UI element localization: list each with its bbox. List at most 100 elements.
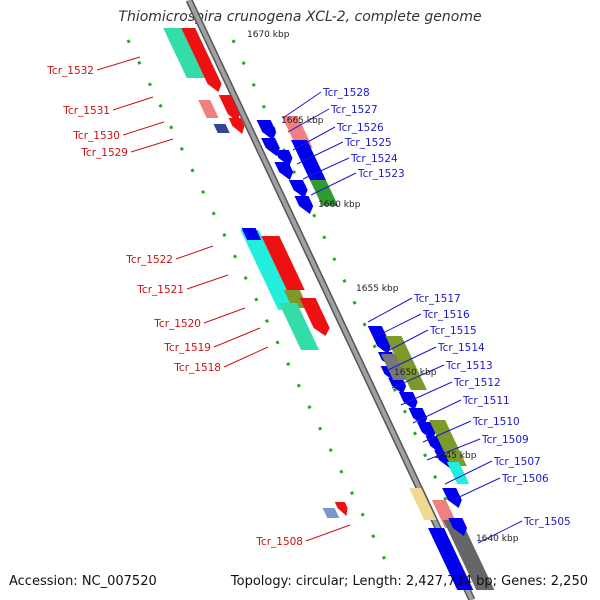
gene-tcr-1508b bbox=[334, 502, 348, 516]
leader-line bbox=[367, 297, 413, 323]
leader-line bbox=[175, 245, 214, 260]
gene-label-forward: Tcr_1511 bbox=[462, 395, 510, 407]
gene-tcr-1519 bbox=[278, 303, 320, 350]
gene-label-reverse: Tcr_1520 bbox=[153, 318, 201, 330]
gene-label-forward: Tcr_1505 bbox=[523, 516, 571, 528]
gene-tcr-1523 bbox=[309, 180, 339, 206]
gene-label-forward: Tcr_1516 bbox=[422, 309, 470, 321]
leader-line bbox=[302, 157, 350, 180]
gene-tcr-1521 bbox=[240, 230, 297, 310]
gene-label-forward: Tcr_1510 bbox=[472, 416, 520, 428]
gene-label-forward: Tcr_1527 bbox=[330, 104, 378, 116]
leader-line bbox=[422, 420, 472, 443]
gene-forward-11 bbox=[408, 408, 428, 426]
kbp-tick-label: 1640 kbp bbox=[476, 534, 519, 544]
gene-tcr-1531 bbox=[218, 95, 240, 122]
gene-forward-5 bbox=[294, 196, 314, 214]
leader-line bbox=[444, 460, 493, 485]
gene-label-forward: Tcr_1523 bbox=[357, 168, 405, 180]
leader-line bbox=[376, 313, 422, 337]
gene-tcr-1505b bbox=[443, 520, 495, 590]
gene-label-forward: Tcr_1512 bbox=[453, 377, 501, 389]
gene-label-forward: Tcr_1509 bbox=[481, 434, 529, 446]
leader-line bbox=[96, 56, 141, 71]
gene-tcr-1518 bbox=[299, 298, 330, 336]
gene-forward-3 bbox=[274, 162, 294, 180]
leader-line bbox=[186, 274, 229, 290]
gene-label-forward: Tcr_1524 bbox=[350, 153, 398, 165]
leader-line bbox=[310, 172, 357, 196]
leader-line bbox=[400, 381, 453, 406]
gene-label-reverse: Tcr_1519 bbox=[163, 342, 211, 354]
gene-tcr-1522b bbox=[241, 228, 262, 240]
gene-tcr-1532b bbox=[181, 28, 222, 92]
leader-line bbox=[287, 108, 330, 133]
leader-line bbox=[223, 346, 269, 368]
leader-line bbox=[292, 126, 336, 151]
gene-label-reverse: Tcr_1508 bbox=[255, 536, 303, 548]
gene-tcr-1532 bbox=[163, 28, 205, 78]
leader-line bbox=[391, 364, 445, 389]
leader-line bbox=[385, 346, 437, 372]
gene-label-reverse: Tcr_1531 bbox=[62, 105, 110, 117]
gene-tcr-1508 bbox=[322, 508, 340, 518]
gene-forward-0 bbox=[256, 120, 277, 140]
leader-line bbox=[305, 524, 351, 542]
genome-summary-text: Topology: circular; Length: 2,427,734 bp… bbox=[230, 574, 588, 589]
gene-tcr-1516 bbox=[385, 336, 427, 390]
map-title: Thiomicrospira crunogena XCL-2, complete… bbox=[118, 9, 482, 25]
gene-labels: Tcr_1532Tcr_1531Tcr_1530Tcr_1529Tcr_1522… bbox=[46, 65, 570, 548]
gene-label-forward: Tcr_1528 bbox=[322, 87, 370, 99]
leader-line bbox=[203, 307, 246, 324]
gene-tcr-1529 bbox=[228, 118, 245, 134]
leader-line bbox=[381, 329, 429, 355]
leader-line bbox=[282, 91, 322, 119]
gene-forward-16 bbox=[442, 488, 462, 508]
tick-guides bbox=[126, 39, 494, 600]
leader-line bbox=[477, 520, 523, 544]
leader-line bbox=[112, 96, 154, 111]
gene-tcr-1510 bbox=[429, 420, 467, 466]
gene-label-forward: Tcr_1513 bbox=[445, 360, 493, 372]
gene-forward-1 bbox=[261, 138, 280, 156]
gene-label-reverse: Tcr_1530 bbox=[72, 130, 120, 142]
gene-tcr-1522 bbox=[261, 236, 305, 290]
gene-forward-12 bbox=[417, 422, 436, 440]
gene-tcr-1531b bbox=[198, 100, 219, 118]
leader-line bbox=[412, 399, 462, 424]
kbp-tick-label: 1670 kbp bbox=[247, 30, 290, 40]
gene-tcr-1505 bbox=[428, 528, 474, 590]
gene-forward-6 bbox=[367, 326, 392, 354]
gene-label-reverse: Tcr_1521 bbox=[136, 284, 184, 296]
gene-label-forward: Tcr_1525 bbox=[344, 137, 392, 149]
leader-line bbox=[426, 438, 481, 461]
leader-line bbox=[296, 141, 344, 165]
gene-tcr-1507b bbox=[409, 488, 437, 520]
gene-label-reverse: Tcr_1529 bbox=[80, 147, 128, 159]
gene-label-reverse: Tcr_1522 bbox=[125, 254, 173, 266]
leader-line bbox=[454, 477, 501, 500]
gene-forward-10 bbox=[398, 392, 418, 410]
gene-label-reverse: Tcr_1518 bbox=[173, 362, 221, 374]
gene-label-forward: Tcr_1506 bbox=[501, 473, 549, 485]
gene-label-forward: Tcr_1517 bbox=[413, 293, 461, 305]
leader-line bbox=[130, 138, 174, 153]
gene-label-forward: Tcr_1515 bbox=[429, 325, 477, 337]
gene-tcr-1525 bbox=[291, 140, 326, 180]
kbp-tick-label: 1665 kbp bbox=[281, 116, 324, 126]
label-leader-lines bbox=[96, 56, 523, 544]
kbp-tick-label: 1650 kbp bbox=[394, 368, 437, 378]
kbp-tick-label: 1660 kbp bbox=[318, 200, 361, 210]
gene-label-forward: Tcr_1514 bbox=[437, 342, 485, 354]
guide-line bbox=[126, 39, 392, 571]
gene-label-reverse: Tcr_1532 bbox=[46, 65, 94, 77]
accession-text: Accession: NC_007520 bbox=[9, 574, 157, 589]
gene-tcr-1530 bbox=[213, 124, 230, 133]
gene-forward-15 bbox=[448, 518, 468, 536]
leader-line bbox=[122, 121, 165, 136]
gene-label-forward: Tcr_1526 bbox=[336, 122, 384, 134]
gene-tcr-1509 bbox=[446, 462, 470, 484]
